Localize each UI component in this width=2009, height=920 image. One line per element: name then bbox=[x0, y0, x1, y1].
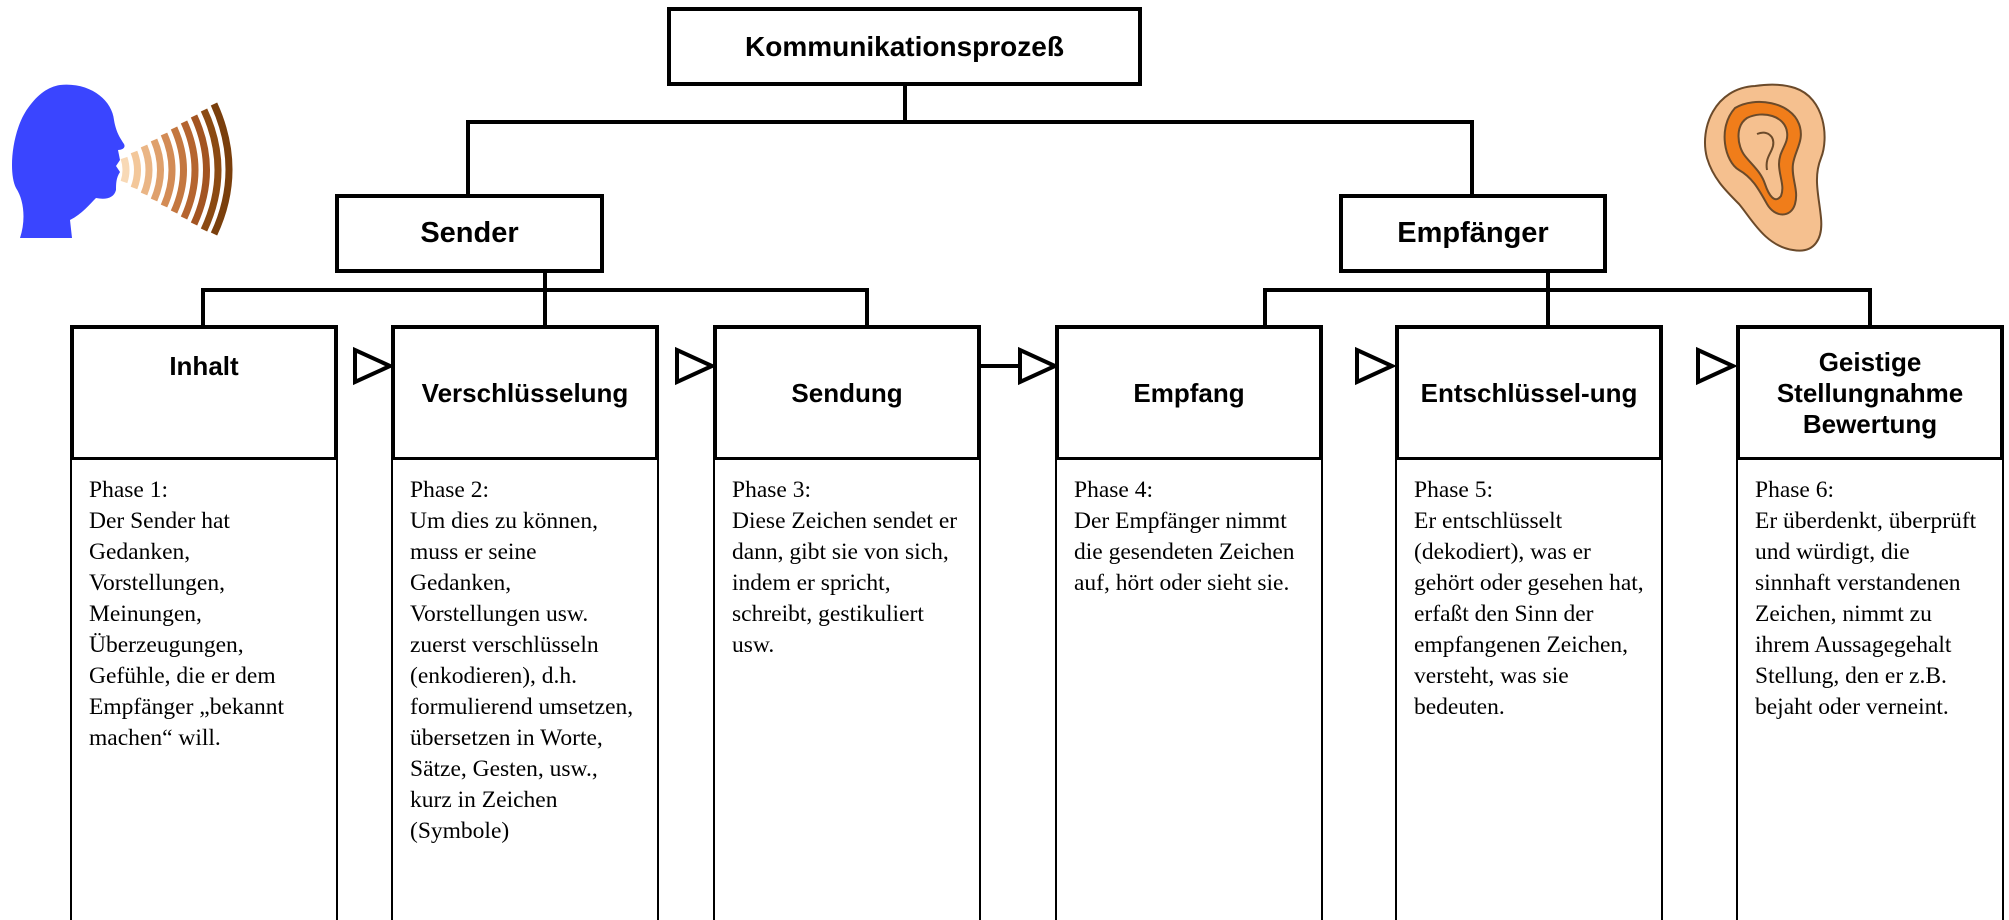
phase-5-text: Er entschlüsselt (dekodiert), was er geh… bbox=[1414, 508, 1644, 720]
arrow-5 bbox=[1696, 346, 1738, 386]
phase-1-name: Inhalt bbox=[169, 351, 239, 381]
phase-6-name: Geistige Stellungnahme Bewertung bbox=[1776, 346, 1964, 439]
arrow-3 bbox=[1018, 346, 1060, 386]
phase-1-description: Phase 1: Der Sender hat Gedanken, Vorste… bbox=[70, 460, 338, 920]
phase-6-description: Phase 6: Er überdenkt, überprüft und wür… bbox=[1736, 460, 2004, 920]
phase-5-name: Entschlüssel-ung bbox=[1420, 377, 1638, 408]
ear-icon bbox=[1704, 83, 1826, 252]
phase-2-name: Verschlüsselung bbox=[421, 377, 629, 408]
speaking-head-icon bbox=[12, 84, 233, 238]
phase-4-text: Der Empfänger nimmt die gesendeten Zeich… bbox=[1074, 508, 1295, 596]
arrow-4 bbox=[1355, 346, 1397, 386]
phase-3-box: Sendung bbox=[713, 325, 981, 461]
phase-6-text: Er überdenkt, überprüft und würdigt, die… bbox=[1755, 508, 1977, 720]
phase-6-label: Phase 6: bbox=[1755, 477, 1834, 503]
phase-3-description: Phase 3: Diese Zeichen sendet er dann, g… bbox=[713, 460, 981, 920]
phase-1-text: Der Sender hat Gedanken, Vorstellungen, … bbox=[89, 508, 285, 751]
phase-2-description: Phase 2: Um dies zu können, muss er sein… bbox=[391, 460, 659, 920]
phase-3-text: Diese Zeichen sendet er dann, gibt sie v… bbox=[732, 508, 958, 658]
title-box: Kommunikationsprozeß bbox=[667, 7, 1142, 86]
phase-2-box: Verschlüsselung bbox=[391, 325, 659, 461]
phase-1-box: Inhalt bbox=[70, 325, 338, 461]
phase-5-box: Entschlüssel-ung bbox=[1395, 325, 1663, 461]
phase-3-name: Sendung bbox=[791, 377, 903, 408]
diagram-title: Kommunikationsprozeß bbox=[745, 30, 1064, 62]
phase-4-name: Empfang bbox=[1133, 377, 1245, 408]
phase-4-box: Empfang bbox=[1055, 325, 1323, 461]
phase-6-box: Geistige Stellungnahme Bewertung bbox=[1736, 325, 2004, 461]
phase-2-label: Phase 2: bbox=[410, 477, 489, 503]
phase-4-label: Phase 4: bbox=[1074, 477, 1153, 503]
phase-5-description: Phase 5: Er entschlüsselt (dekodiert), w… bbox=[1395, 460, 1663, 920]
arrow-2 bbox=[675, 346, 717, 386]
arrow-1 bbox=[353, 346, 395, 386]
phase-1-label: Phase 1: bbox=[89, 477, 168, 503]
phase-5-label: Phase 5: bbox=[1414, 477, 1493, 503]
receiver-box: Empfänger bbox=[1339, 194, 1607, 273]
phase-3-label: Phase 3: bbox=[732, 477, 811, 503]
phase-2-text: Um dies zu können, muss er seine Gedanke… bbox=[410, 508, 634, 844]
sender-label: Sender bbox=[420, 217, 519, 249]
sender-box: Sender bbox=[335, 194, 604, 273]
phase-4-description: Phase 4: Der Empfänger nimmt die gesende… bbox=[1055, 460, 1323, 920]
receiver-label: Empfänger bbox=[1397, 217, 1549, 249]
